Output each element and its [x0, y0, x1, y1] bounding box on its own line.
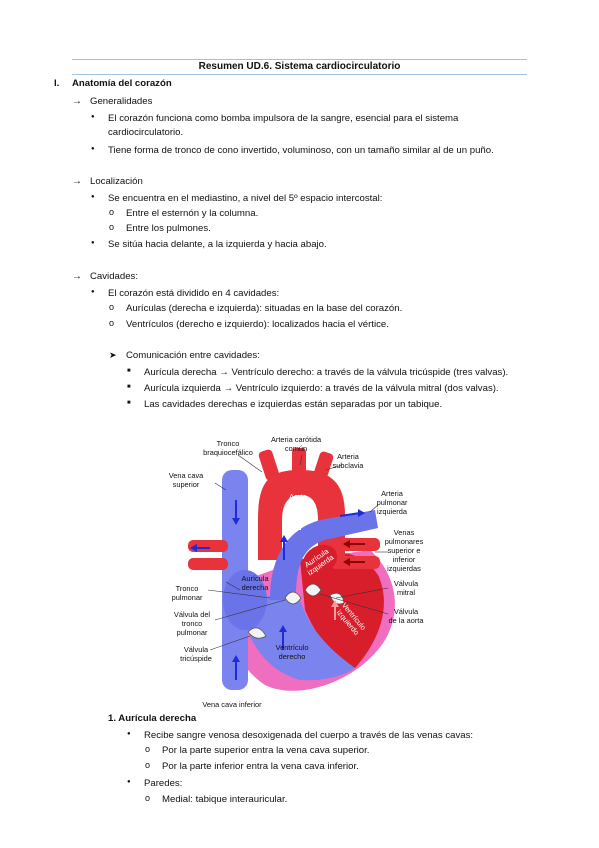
- label-ventriculo-derecho-2: derecho: [279, 652, 306, 661]
- label-valvula-tronco: Válvula del: [174, 610, 211, 619]
- label-subclavia-2: subclavia: [333, 461, 365, 470]
- label-arteria-pulmonar: Arteria: [381, 489, 404, 498]
- section-heading: Anatomía del corazón: [72, 78, 172, 89]
- label-venas-pulmonares-5: izquierdas: [387, 564, 421, 573]
- label-valvula-aorta-2: de la aorta: [389, 616, 425, 625]
- list-item: Tiene forma de tronco de cono invertido,…: [91, 145, 494, 156]
- chevron-item: Comunicación entre cavidades:: [109, 350, 260, 361]
- list-item: El corazón funciona como bomba impulsora…: [91, 113, 458, 124]
- label-venas-pulmonares-2: pulmonares: [385, 537, 424, 546]
- label-carotida: Arteria carótida: [271, 435, 322, 444]
- label-arteria-pulmonar-3: izquierda: [377, 507, 408, 516]
- label-valvula-aorta: Válvula: [394, 607, 419, 616]
- list-item-cont: cardiocirculatorio.: [108, 127, 184, 138]
- top-rule: [72, 59, 527, 60]
- label-subclavia: Arteria: [337, 452, 360, 461]
- list-item: Aurícula izquierda → Ventrículo izquierd…: [127, 383, 499, 394]
- subheading-generalidades: Generalidades: [90, 96, 153, 107]
- label-vena-cava-superior: Vena cava: [169, 471, 204, 480]
- list-item: Recibe sangre venosa desoxigenada del cu…: [127, 730, 473, 741]
- list-item: Paredes:: [127, 778, 183, 789]
- list-item: Las cavidades derechas e izquierdas está…: [127, 399, 442, 410]
- label-valvula-tronco-3: pulmonar: [177, 628, 208, 637]
- label-tronco-braquiocefalico-2: braquiocefálico: [203, 448, 253, 457]
- pulmonary-trunk-shape: [270, 510, 378, 600]
- label-valvula-mitral-2: mitral: [397, 588, 415, 597]
- label-valvula-tronco-2: tronco: [182, 619, 203, 628]
- label-valvula-tricuspide: Válvula: [184, 645, 209, 654]
- label-auricula-derecha-2: derecha: [242, 583, 270, 592]
- label-vena-cava-superior-2: superior: [173, 480, 200, 489]
- label-venas-pulmonares: Venas: [394, 528, 415, 537]
- label-ventriculo-derecho: Ventrículo: [276, 643, 309, 652]
- label-carotida-2: común: [285, 444, 307, 453]
- heart-diagram: Tronco braquiocefálico Arteria carótida …: [169, 435, 425, 709]
- sub-item: Aurículas (derecha e izquierda): situada…: [109, 302, 402, 314]
- label-tronco-braquiocefalico: Tronco: [217, 439, 240, 448]
- arrow-icon: →: [72, 96, 82, 107]
- sub-item: Por la parte inferior entra la vena cava…: [145, 760, 359, 772]
- section-number: I.: [54, 78, 60, 89]
- page-title: Resumen UD.6. Sistema cardiocirculatorio: [198, 61, 401, 72]
- list-item: Se sitúa hacia delante, a la izquierda y…: [91, 239, 327, 250]
- title-underline: [72, 74, 527, 75]
- sub-item: Entre el esternón y la columna.: [109, 207, 258, 219]
- subheading-cavidades: Cavidades:: [90, 271, 138, 282]
- label-tronco-pulmonar-2: pulmonar: [172, 593, 203, 602]
- sub-item: Entre los pulmones.: [109, 222, 211, 234]
- list-item: Se encuentra en el mediastino, a nivel d…: [91, 193, 382, 204]
- sub-item: Ventrículos (derecho e izquierdo): local…: [109, 318, 389, 330]
- label-arteria-pulmonar-2: pulmonar: [377, 498, 408, 507]
- label-valvula-tricuspide-2: tricúspide: [180, 654, 212, 663]
- arrow-icon: →: [72, 176, 82, 187]
- arrow-icon: →: [72, 271, 82, 282]
- label-aorta: Aorta: [289, 492, 308, 501]
- label-valvula-mitral: Válvula: [394, 579, 419, 588]
- label-tronco-pulmonar: Tronco: [176, 584, 199, 593]
- sub-item: Medial: tabique interauricular.: [145, 793, 287, 805]
- list-item: El corazón está dividido en 4 cavidades:: [91, 288, 279, 299]
- subheading-localizacion: Localización: [90, 176, 143, 187]
- sub-item: Por la parte superior entra la vena cava…: [145, 744, 369, 756]
- right-ventricle-shape: [240, 596, 355, 681]
- right-atrium-shape: [223, 570, 267, 630]
- list-item: Aurícula derecha → Ventrículo derecho: a…: [127, 367, 508, 378]
- section-heading-auricula-derecha: 1. Aurícula derecha: [108, 713, 197, 724]
- label-auricula-derecha: Aurícula: [241, 574, 269, 583]
- label-venas-pulmonares-3: superior e: [388, 546, 421, 555]
- label-vena-cava-inferior: Vena cava inferior: [202, 700, 262, 709]
- label-venas-pulmonares-4: inferior: [393, 555, 416, 564]
- left-ventricle-shape: [300, 552, 384, 668]
